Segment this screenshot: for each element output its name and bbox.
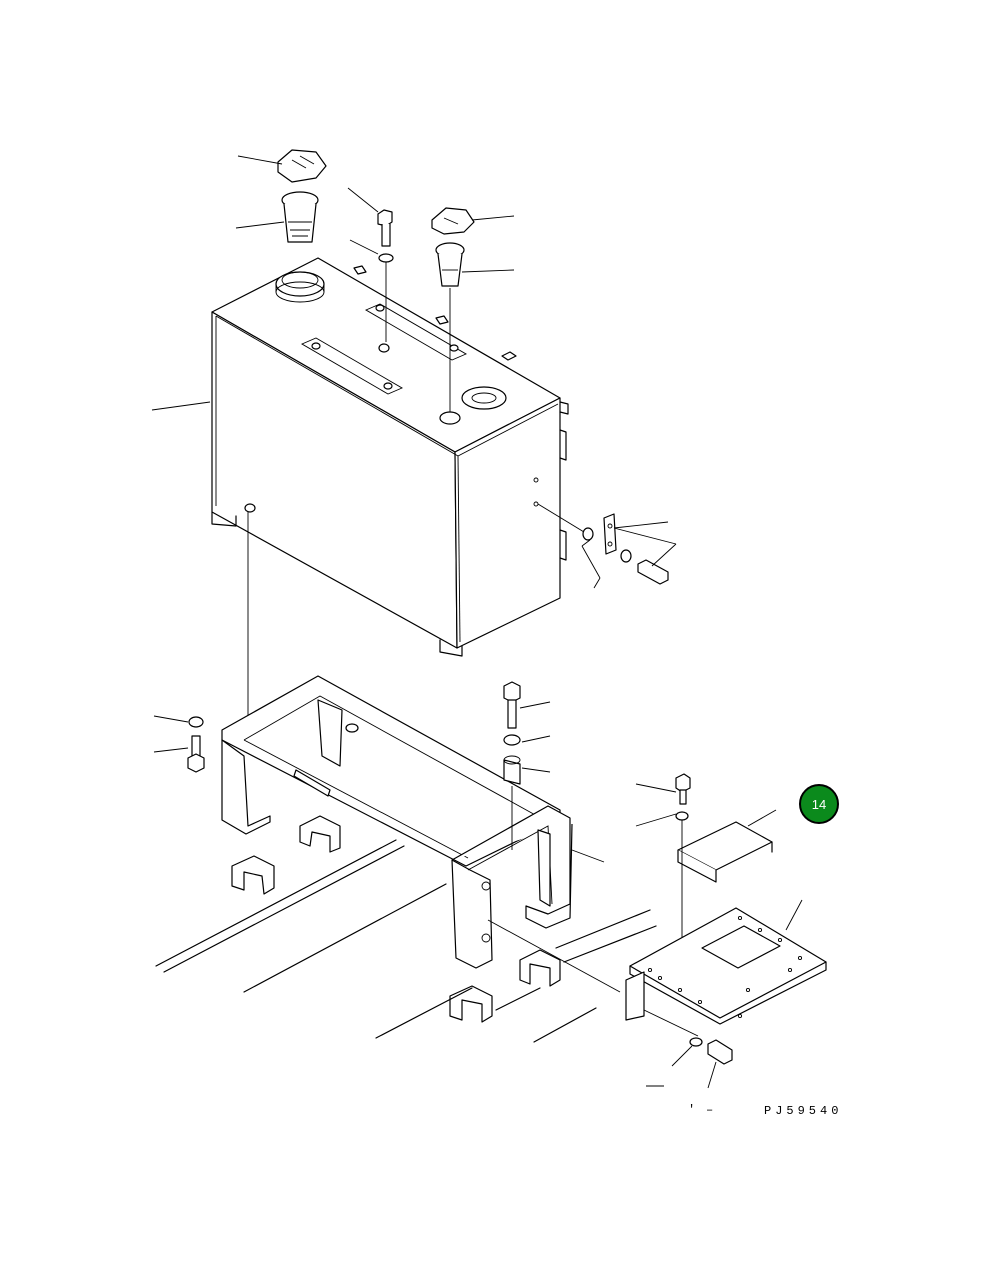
hose-clamp: [582, 513, 669, 585]
cover-bolt: [675, 773, 691, 821]
frame-bolt-left: [187, 716, 205, 773]
mark-tick: ': [688, 1103, 696, 1117]
strainer-right: [435, 242, 465, 287]
page-number-badge: 14: [799, 784, 839, 824]
filler-cap-left: [277, 149, 327, 183]
badge-number: 14: [811, 796, 827, 812]
cover-bracket: [677, 821, 773, 883]
frame-bolt-right: [503, 681, 521, 785]
strainer-left: [281, 191, 319, 243]
mounting-plate: [625, 907, 827, 1037]
tank-frame: [221, 675, 573, 969]
mark-dash: –: [706, 1103, 714, 1117]
filler-cap-right: [431, 207, 475, 235]
top-bolt: [377, 209, 394, 263]
drawing-reference-code: PJ59540: [764, 1104, 843, 1118]
mount-pads: [231, 815, 561, 1023]
leader-lines: [151, 155, 803, 1089]
fuel-tank: [211, 257, 569, 657]
floor-rails: [155, 839, 657, 1043]
plate-bolt: [689, 1037, 733, 1065]
